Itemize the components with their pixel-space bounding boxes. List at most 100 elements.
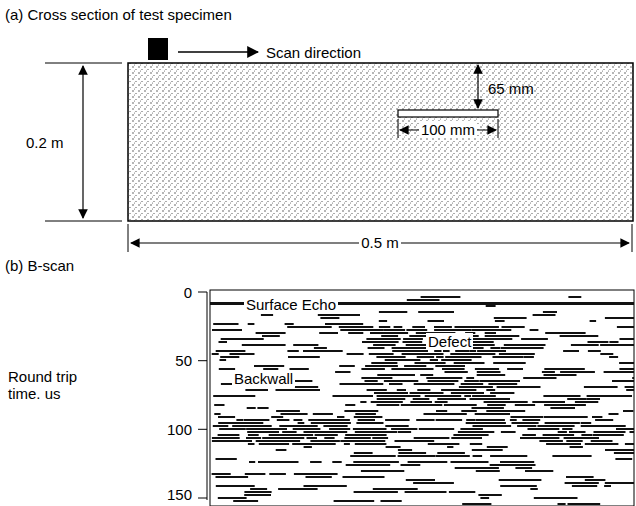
echo-streak [528,428,560,430]
echo-streak [600,344,634,346]
echo-streak [605,317,634,319]
echo-streak [530,329,539,331]
echo-streak [353,461,399,463]
echo-streak [258,461,299,463]
echo-streak [247,407,256,409]
echo-streak [385,425,408,427]
echo-streak [534,497,578,499]
echo-streak [570,446,583,448]
echo-streak [345,404,355,406]
echo-streak [404,365,426,367]
echo-streak [319,332,338,334]
echo-streak [522,419,540,421]
echo-streak [356,422,383,424]
dimension-label: 100 mm [419,121,477,138]
echo-streak [511,416,544,418]
echo-streak [588,350,601,352]
echo-streak [323,425,347,427]
echo-streak [419,428,454,430]
echo-streak [410,401,432,403]
echo-streak [550,407,575,409]
echo-streak [262,335,280,337]
echo-streak [213,425,229,427]
echo-streak [339,326,374,328]
echo-streak [472,329,512,331]
dimension-tick [45,221,122,222]
echo-streak [500,461,534,463]
echo-streak [497,386,541,388]
echo-streak [588,341,609,343]
echo-streak [362,341,399,343]
echo-streak [507,368,523,370]
echo-streak [354,491,398,493]
echo-streak [298,422,305,424]
echo-streak [543,311,557,313]
echo-label: Backwall [232,370,295,387]
echo-streak [212,473,231,475]
echo-streak [619,362,634,364]
echo-streak [447,446,453,448]
echo-streak [472,449,503,451]
echo-streak [304,485,347,487]
echo-streak [430,359,438,361]
echo-streak [434,350,441,352]
echo-streak [350,455,396,457]
echo-streak [333,395,374,397]
echo-streak [517,425,536,427]
echo-streak [412,326,425,328]
echo-streak [619,368,634,370]
echo-streak [499,353,535,355]
echo-streak [436,455,470,457]
echo-streak [216,476,249,478]
echo-streak [410,392,444,394]
dimension-tick [45,63,122,64]
echo-streak [245,389,268,391]
echo-streak [368,347,385,349]
echo-streak [310,440,340,442]
echo-streak [384,329,405,331]
echo-streak [279,425,317,427]
echo-streak [444,404,477,406]
axis-title: Round trip time. us [8,368,92,402]
echo-streak [376,356,405,358]
echo-streak [287,326,332,328]
bscan-image [210,296,634,505]
echo-streak [436,419,463,421]
echo-streak [542,371,555,373]
echo-streak [630,431,635,433]
echo-streak [581,425,626,427]
echo-streak [421,296,461,298]
echo-streak [269,473,286,475]
echo-streak [340,440,385,442]
echo-streak [441,389,476,391]
echo-streak [450,353,495,355]
echo-streak [271,416,283,418]
echo-streak [604,485,611,487]
echo-streak [278,488,318,490]
echo-streak [494,317,527,319]
echo-streak [435,401,448,403]
echo-streak [490,347,500,349]
echo-streak [566,440,582,442]
echo-streak [632,377,634,379]
echo-streak [355,443,387,445]
echo-streak [543,434,575,436]
echo-streak [293,428,321,430]
echo-streak [221,338,264,340]
echo-streak [248,434,259,436]
echo-streak [461,410,477,412]
echo-streak [455,467,499,469]
echo-streak [254,365,284,367]
echo-streak [479,380,520,382]
echo-streak [344,410,378,412]
echo-streak [539,440,563,442]
echo-streak [405,491,447,493]
echo-streak [218,422,263,424]
echo-streak [347,353,364,355]
echo-streak [386,446,401,448]
echo-streak [437,452,465,454]
echo-streak [537,425,574,427]
echo-streak [340,329,384,331]
echo-streak [413,398,430,400]
echo-streak [445,356,481,358]
